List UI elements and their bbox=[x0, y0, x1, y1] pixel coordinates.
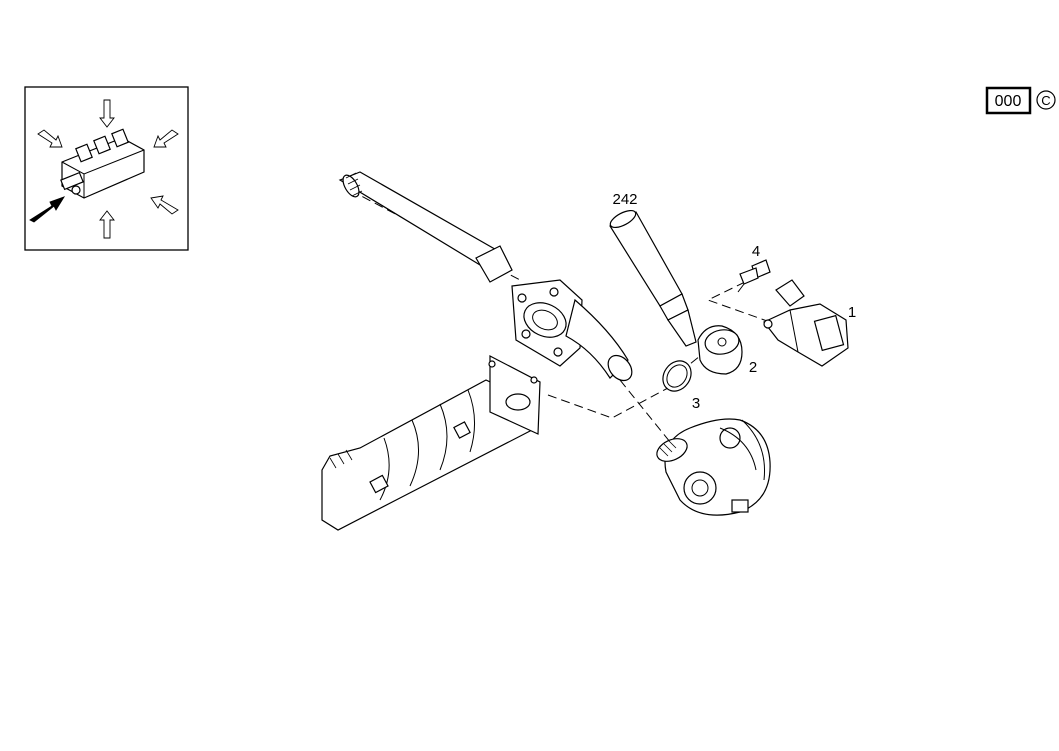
sensor bbox=[763, 279, 849, 367]
black-arrow-icon bbox=[29, 196, 66, 223]
code-box bbox=[985, 86, 1032, 115]
copyright-symbol: C bbox=[1041, 93, 1050, 108]
turbocharger bbox=[656, 418, 771, 516]
sealing-ring bbox=[662, 360, 692, 392]
callout-3: 3 bbox=[692, 395, 700, 412]
badge-code: 000 bbox=[995, 93, 1022, 110]
exhaust-cooler bbox=[321, 355, 541, 531]
callout-2: 2 bbox=[749, 359, 757, 376]
adapter bbox=[697, 325, 743, 375]
flange-elbow bbox=[511, 279, 633, 382]
reference-badge: 000 C bbox=[985, 86, 1056, 115]
sealant-tube bbox=[609, 209, 697, 347]
callout-242: 242 bbox=[612, 191, 637, 208]
bolt bbox=[737, 259, 771, 293]
engine-orientation-view bbox=[24, 86, 189, 251]
copyright-icon bbox=[1036, 90, 1056, 110]
callout-4: 4 bbox=[752, 243, 760, 260]
engine-orientation-icon bbox=[29, 99, 179, 239]
intake-pipe bbox=[338, 171, 513, 283]
callout-1: 1 bbox=[848, 304, 856, 321]
